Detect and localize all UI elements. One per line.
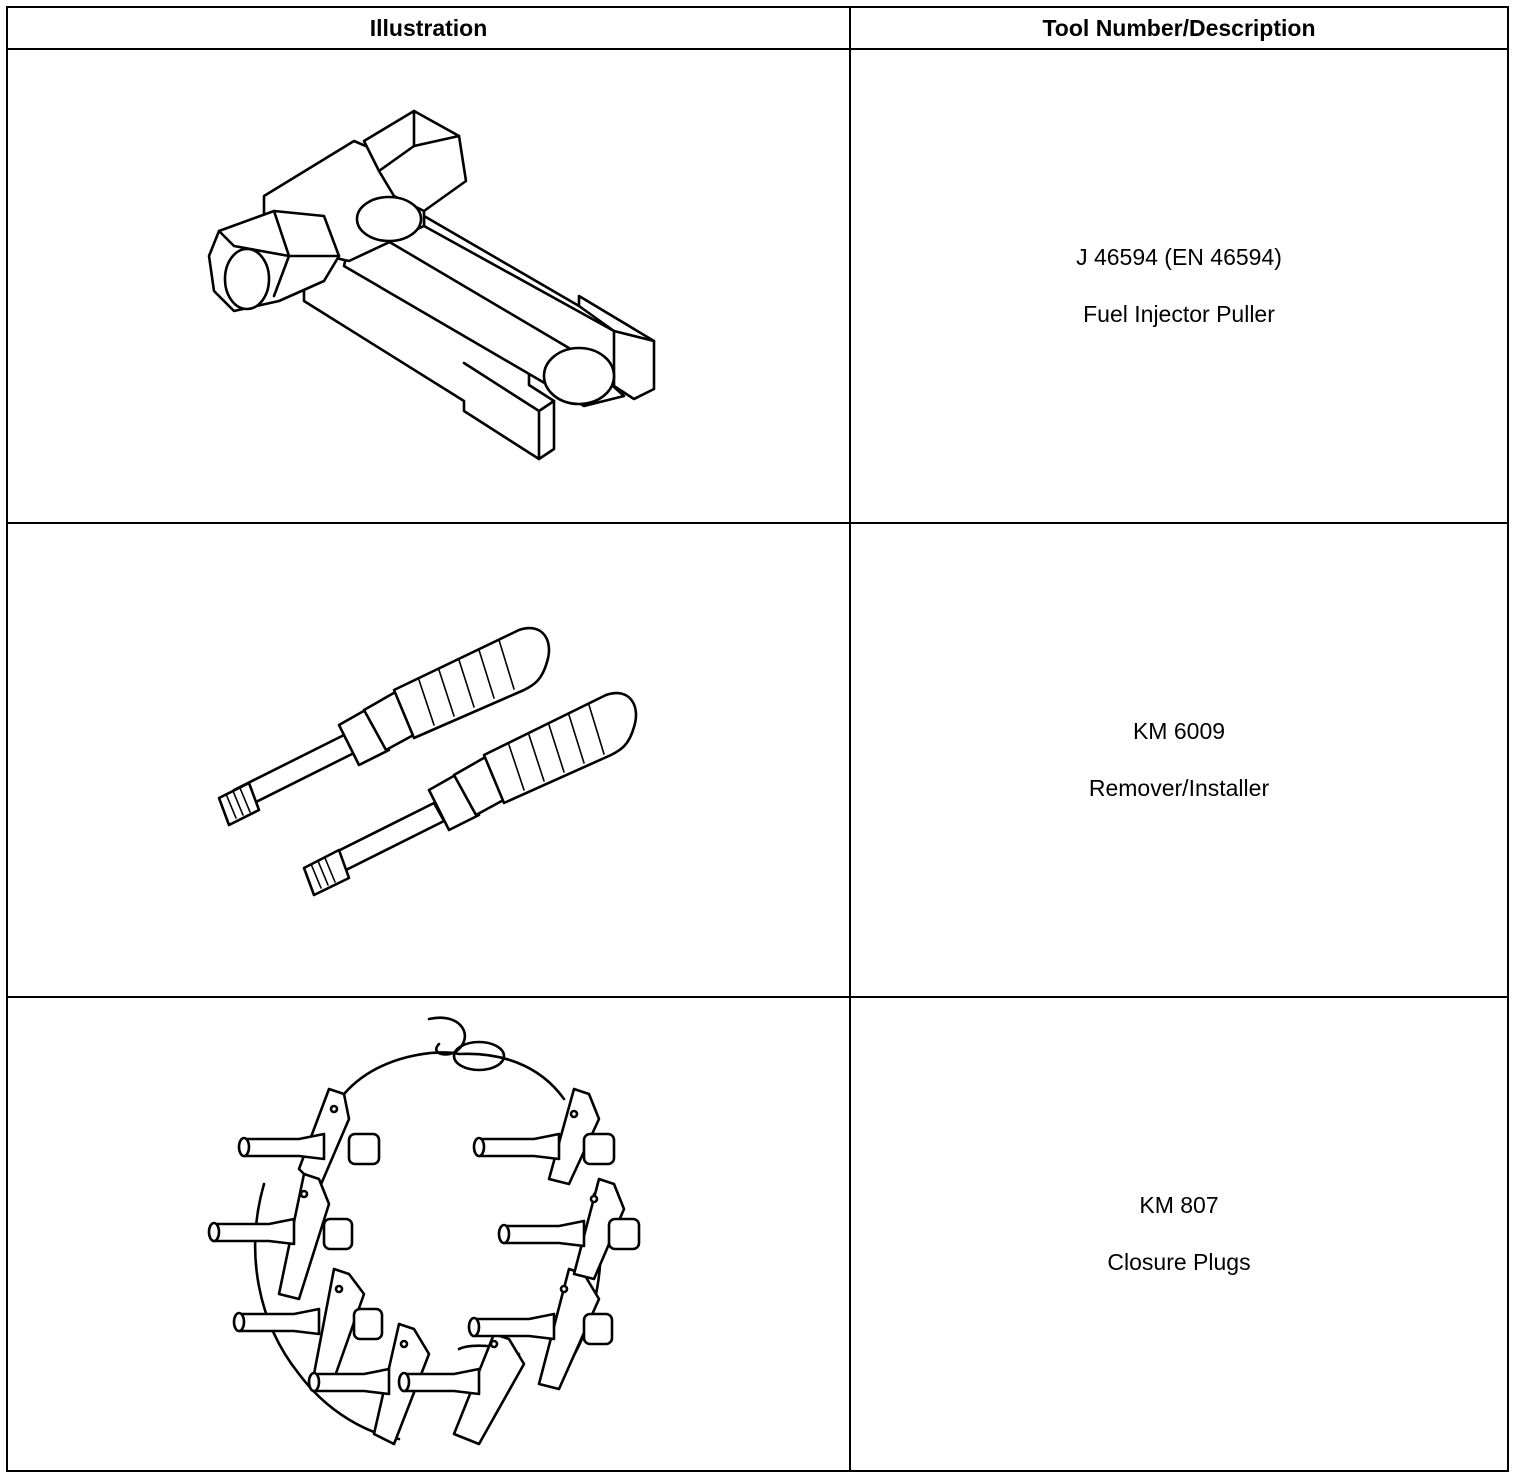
tool-description-cell: KM 6009 Remover/Installer (849, 522, 1509, 998)
tool-table: Illustration Tool Number/Description (6, 6, 1509, 1472)
plug-upper-right (472, 1087, 615, 1186)
tool-name: Fuel Injector Puller (1083, 301, 1275, 327)
screwdriver-upper (217, 626, 550, 827)
table-row: KM 6009 Remover/Installer (6, 522, 1509, 998)
tool-name: Closure Plugs (1107, 1249, 1251, 1275)
tool-number: KM 6009 (1132, 718, 1226, 744)
plug-middle-right (497, 1177, 640, 1281)
table-row: J 46594 (EN 46594) Fuel Injector Puller (6, 48, 1509, 524)
tool-description-cell: J 46594 (EN 46594) Fuel Injector Puller (849, 48, 1509, 524)
illustration-cell (6, 48, 851, 524)
plug-lower-right (467, 1267, 613, 1391)
header-illustration: Illustration (6, 6, 851, 50)
tool-description-cell: KM 807 Closure Plugs (849, 996, 1509, 1472)
closure-plugs-ring-icon (207, 1016, 640, 1446)
illustration-cell (6, 522, 851, 998)
header-tool-number: Tool Number/Description (849, 6, 1509, 50)
screwdriver-lower (302, 691, 637, 897)
remover-installer-screwdrivers-icon (217, 626, 637, 897)
illustration-cell (6, 996, 851, 1472)
tool-number: KM 807 (1139, 1192, 1219, 1218)
plug-upper-left (237, 1087, 380, 1191)
fuel-injector-puller-icon (207, 109, 655, 461)
tool-number: J 46594 (EN 46594) (1076, 244, 1282, 270)
header-row: Illustration Tool Number/Description (6, 6, 1509, 50)
table-row: KM 807 Closure Plugs (6, 996, 1509, 1472)
plug-lower-left (232, 1267, 383, 1381)
plug-middle-left (207, 1172, 353, 1301)
tool-name: Remover/Installer (1088, 775, 1270, 801)
plug-bottom-right (397, 1332, 525, 1446)
